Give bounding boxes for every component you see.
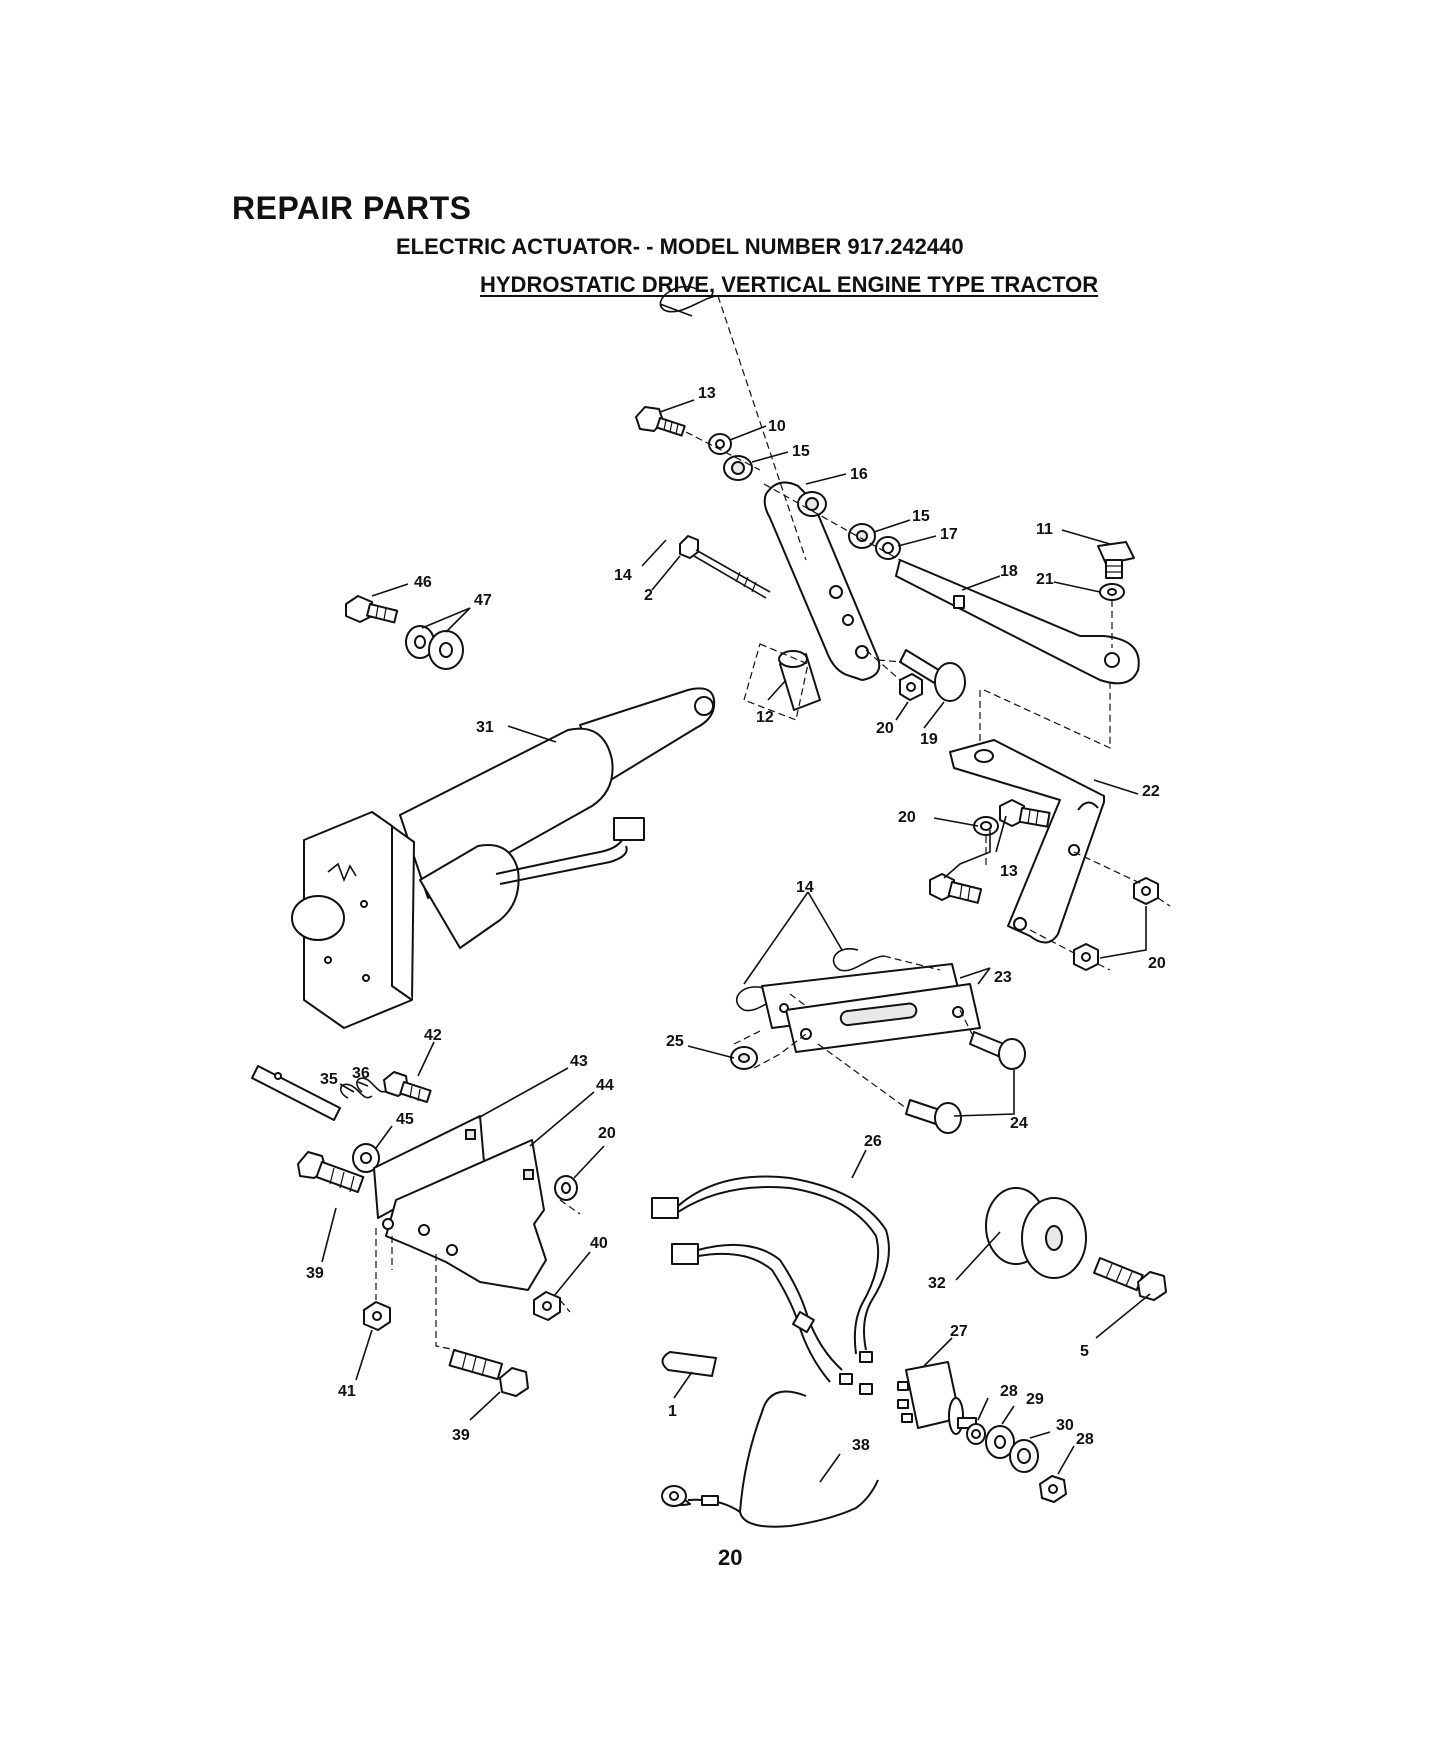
part-40-nut [534,1292,560,1320]
part-21-washer [1100,584,1124,600]
part-1-clip [662,1352,716,1376]
callout-12: 12 [756,709,774,726]
part-16-lever-arm [765,482,880,680]
callout-24: 24 [1010,1115,1028,1132]
callout-26: 26 [864,1133,882,1150]
callout-20-upper: 20 [876,720,894,737]
part-14-hairpin-clip-upper [660,287,718,316]
part-13-bolt-lower [930,874,981,903]
callout-1: 1 [668,1403,677,1420]
callout-14-middle: 14 [796,879,814,896]
callout-28-second: 28 [1076,1431,1094,1448]
part-46-bolt [346,596,397,622]
callout-10: 10 [768,418,786,435]
callout-46: 46 [414,574,432,591]
part-20-nut-mount [555,1176,577,1200]
part-2-long-bolt [680,536,770,598]
callout-2: 2 [644,587,653,604]
part-20-nut-upper [900,674,922,700]
callout-32: 32 [928,1275,946,1292]
callout-47: 47 [474,592,492,609]
part-38-ground-wire [662,1392,878,1527]
callout-21: 21 [1036,571,1054,588]
callout-30: 30 [1056,1417,1074,1434]
page-number: 20 [718,1545,742,1571]
callout-20-bracket: 20 [898,809,916,826]
callout-25: 25 [666,1033,684,1050]
callout-43: 43 [570,1053,588,1070]
callout-28-first: 28 [1000,1383,1018,1400]
callout-42: 42 [424,1027,442,1044]
callout-35: 35 [320,1071,338,1088]
callout-13-top: 13 [698,385,716,402]
callout-39-bottom: 39 [452,1427,470,1444]
callout-15-lower: 15 [912,508,930,525]
part-47-washers [406,626,463,669]
part-25-spacer [731,1047,757,1069]
part-30-washer [1010,1440,1038,1472]
part-28-nut-first [967,1424,985,1444]
callout-14-upper: 14 [614,567,632,584]
callout-23: 23 [994,969,1012,986]
callout-38: 38 [852,1437,870,1454]
callout-27: 27 [950,1323,968,1340]
callout-11: 11 [1036,521,1053,538]
callout-31: 31 [476,719,494,736]
part-42-bolt [384,1072,431,1102]
callout-20-mount: 20 [598,1125,616,1142]
part-32-rubber-mount [986,1188,1086,1278]
part-23-link-plates [762,964,980,1052]
part-22-bracket [950,740,1104,943]
part-27-toggle-switch [898,1362,976,1434]
part-39-bolt-bottom [450,1350,528,1396]
leader-lines [322,400,1150,1482]
assembly-line-bracket-22-right [984,680,1110,748]
callout-39-left: 39 [306,1265,324,1282]
part-11-bolt-right [1098,542,1134,578]
callout-20-right: 20 [1148,955,1166,972]
callout-29: 29 [1026,1391,1044,1408]
callout-17: 17 [940,526,958,543]
part-41-nut [364,1302,390,1330]
part-5-bolt [1094,1258,1166,1300]
callout-13-bracket: 13 [1000,863,1018,880]
callout-41: 41 [338,1383,356,1400]
callout-15-upper: 15 [792,443,810,460]
part-13-bolt-bracket [1000,800,1050,827]
callout-16: 16 [850,466,868,483]
assembly-line-pin-19 [878,660,902,662]
callout-5: 5 [1080,1343,1089,1360]
part-20-nut-bracket-bottom [1074,944,1098,970]
callout-22: 22 [1142,783,1160,800]
part-15-bushing-upper [724,456,752,480]
callout-36: 36 [352,1065,370,1082]
callout-45: 45 [396,1111,414,1128]
callout-18: 18 [1000,563,1018,580]
part-31-electric-actuator [292,688,714,1028]
part-28-nut-second [1040,1476,1066,1502]
callout-19: 19 [920,731,938,748]
callout-40: 40 [590,1235,608,1252]
callout-44: 44 [596,1077,614,1094]
part-24-pins [906,1032,1025,1133]
part-10-lock-washer [709,434,731,454]
